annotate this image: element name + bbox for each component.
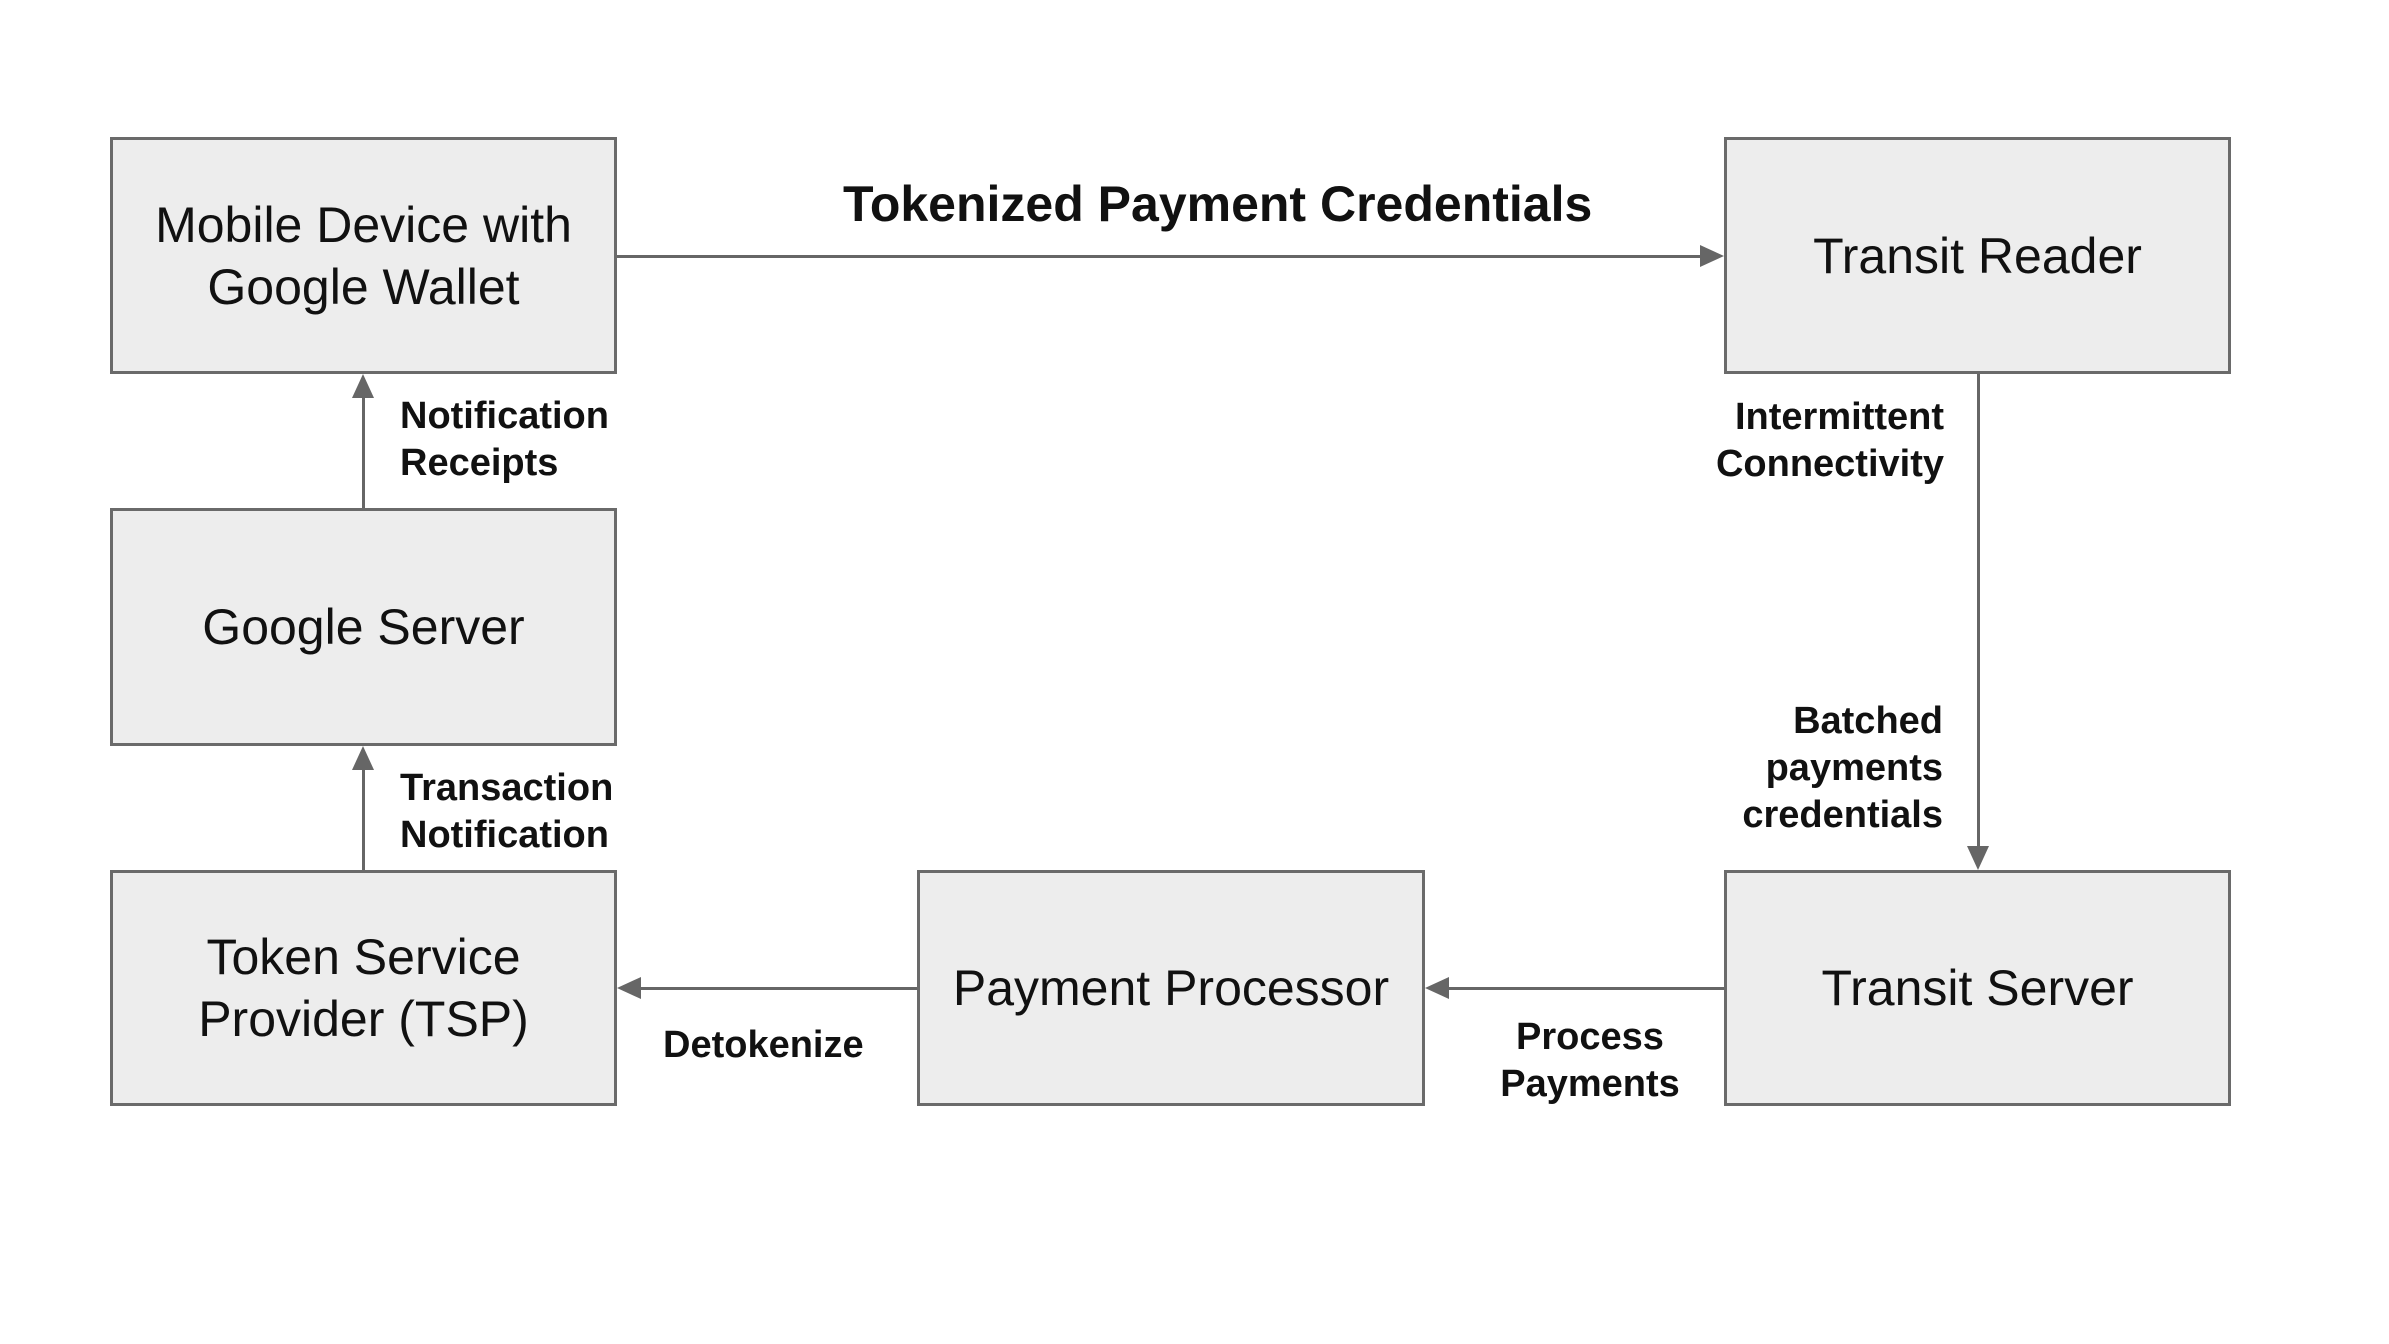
edge-label-notification-receipts: Notification Receipts xyxy=(400,395,609,484)
node-token-service-provider-label: Token Service Provider (TSP) xyxy=(198,929,529,1047)
node-token-service-provider: Token Service Provider (TSP) xyxy=(110,870,617,1106)
node-transit-server: Transit Server xyxy=(1724,870,2231,1106)
edge-label-intermittent-connectivity: Intermittent Connectivity xyxy=(1715,396,1944,485)
edge-transaction-notification-line xyxy=(362,770,365,870)
arrowhead-left-icon xyxy=(1425,977,1449,999)
edge-notification-receipts-line xyxy=(362,398,365,508)
node-mobile-device-google-wallet: Mobile Device with Google Wallet xyxy=(110,137,617,374)
edge-intermittent-connectivity-line xyxy=(1977,374,1980,848)
edge-label-tokenized-payment-credentials: Tokenized Payment Credentials xyxy=(843,176,1593,232)
node-transit-reader-label: Transit Reader xyxy=(1813,227,2142,284)
arrowhead-right-icon xyxy=(1700,245,1724,267)
node-mobile-device-label: Mobile Device with Google Wallet xyxy=(155,196,572,315)
edge-label-transaction-notification: Transaction Notification xyxy=(400,767,614,856)
edge-label-batched-payments-credentials: Batched payments credentials xyxy=(1742,700,1943,836)
edge-process-payments-line xyxy=(1449,987,1724,990)
node-payment-processor-label: Payment Processor xyxy=(952,960,1390,1016)
node-google-server-label: Google Server xyxy=(202,599,525,655)
edge-detokenize-line xyxy=(641,987,917,990)
node-transit-server-label: Transit Server xyxy=(1821,960,2134,1016)
node-google-server: Google Server xyxy=(110,508,617,746)
node-transit-reader: Transit Reader xyxy=(1724,137,2231,374)
edge-tokenized-line xyxy=(617,255,1702,258)
node-payment-processor: Payment Processor xyxy=(917,870,1425,1106)
arrowhead-down-icon xyxy=(1967,846,1989,870)
edge-label-process-payments: Process Payments xyxy=(1500,1016,1680,1105)
edge-label-detokenize: Detokenize xyxy=(663,1024,864,1066)
arrowhead-up-icon xyxy=(352,746,374,770)
arrowhead-up-icon xyxy=(352,374,374,398)
arrowhead-left-icon xyxy=(617,977,641,999)
